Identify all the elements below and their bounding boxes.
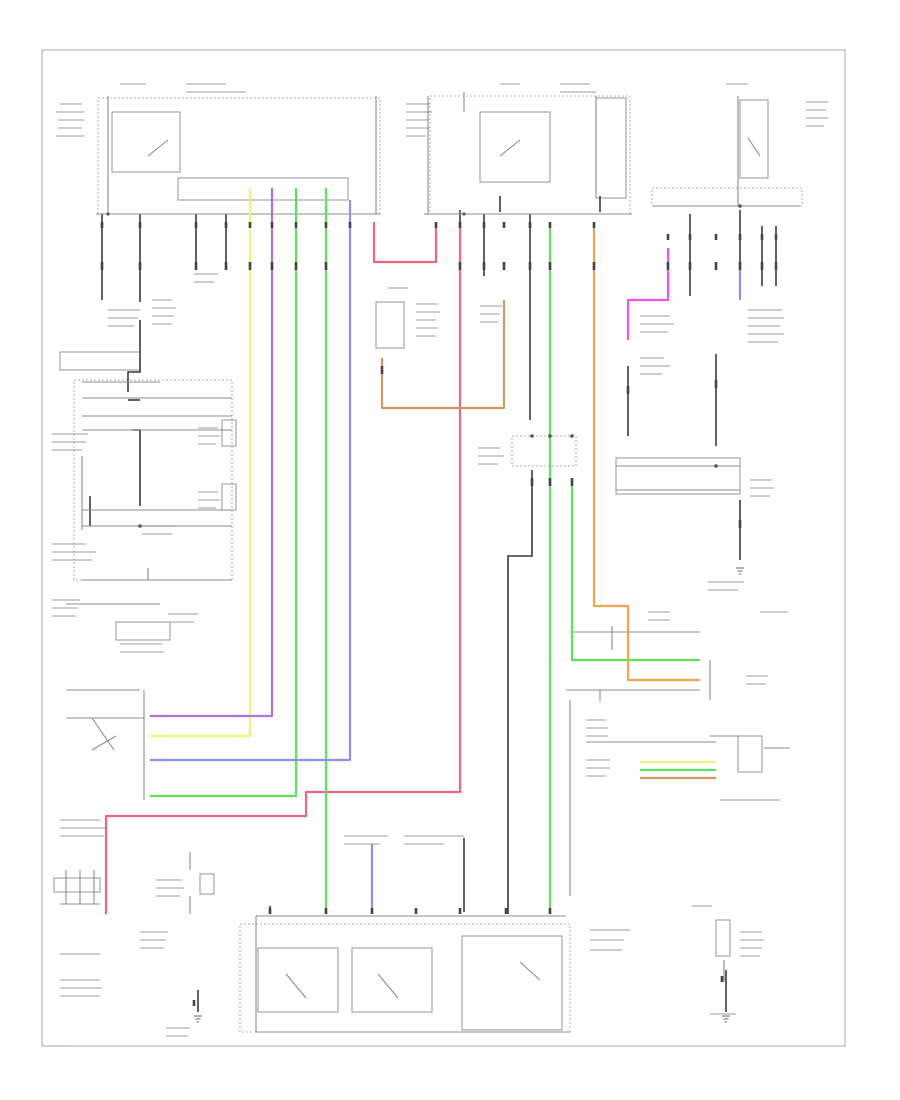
wiper-switch-assembly	[239, 923, 571, 1033]
wire-red-main	[104, 222, 462, 914]
left-harness-block	[73, 379, 233, 581]
label-placeholders	[50, 83, 828, 1047]
junction-dots	[106, 204, 742, 528]
component-outlines	[50, 83, 828, 1047]
fuse-block-row	[177, 177, 349, 201]
wiper-switch-left	[257, 947, 339, 1013]
left-switch-module	[115, 621, 171, 641]
washer-level-box	[715, 919, 731, 957]
mid-fuse-module	[375, 301, 405, 349]
wire-yellow	[150, 188, 252, 738]
black-wires	[89, 196, 777, 1012]
wire-blue	[150, 200, 352, 762]
ground-icon	[722, 1015, 730, 1023]
wire-brown	[380, 300, 506, 410]
left-motor-b	[221, 483, 237, 511]
ground-icon	[194, 1015, 202, 1023]
left-ground-module	[59, 351, 141, 371]
wiper-switch-mid	[351, 947, 433, 1013]
wire-green-left	[150, 188, 298, 798]
bottom-left-relay	[199, 873, 215, 895]
gray-wires	[60, 92, 800, 1033]
wire-purple	[150, 188, 274, 718]
mid-joint-connector	[511, 435, 577, 467]
right-connector-strip	[651, 187, 803, 207]
washer-motor-box	[737, 735, 763, 773]
wiper-switch-right	[461, 935, 563, 1031]
right-joint-module	[615, 457, 741, 495]
wire-magenta	[626, 248, 670, 340]
diagram-border	[41, 49, 846, 1047]
wire-green-branch	[570, 486, 700, 662]
bottom-left-connector	[53, 877, 101, 893]
ground-symbols	[194, 567, 744, 1023]
left-motor-a	[221, 419, 237, 447]
connector-ticks	[100, 222, 778, 1006]
washer-relay-box	[479, 111, 551, 183]
wire-red-top	[372, 222, 438, 264]
right-switch-box	[739, 99, 769, 179]
ground-icon	[736, 567, 744, 575]
wiper-relay-box	[111, 111, 181, 173]
colored-wires	[104, 188, 742, 914]
fuse-box-right	[595, 97, 627, 199]
wire-orange	[592, 226, 700, 682]
relay-junction-block	[97, 97, 381, 215]
